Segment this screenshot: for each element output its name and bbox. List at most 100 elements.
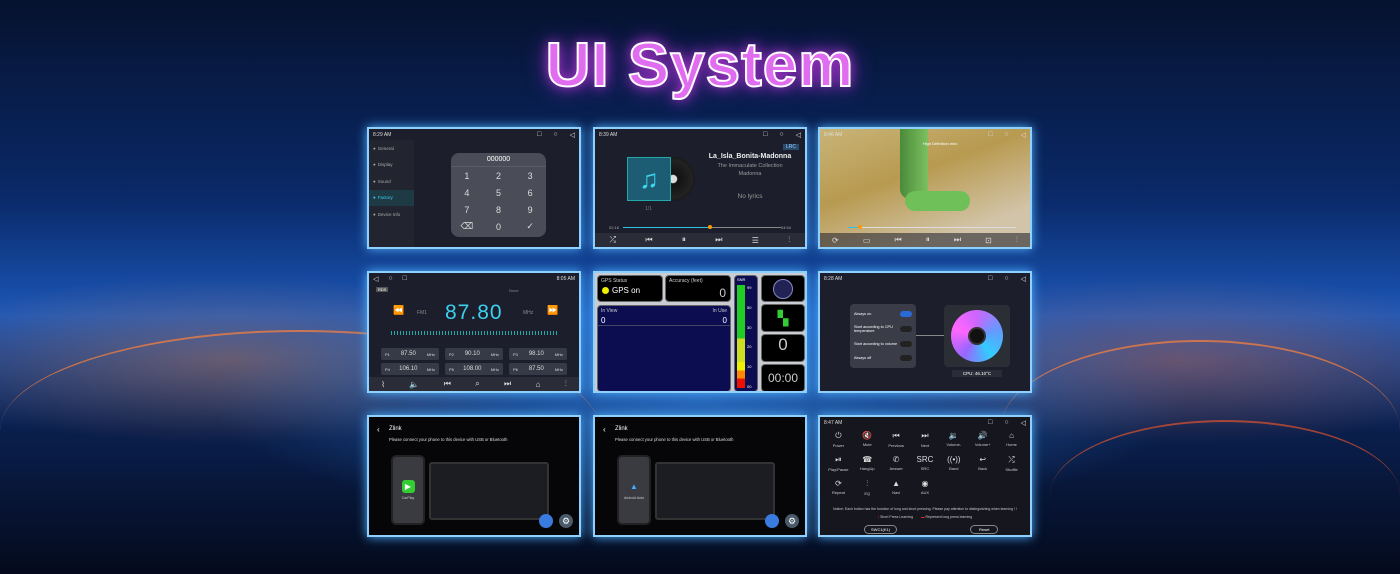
pause-icon[interactable]: ⏸ <box>681 235 686 244</box>
home-icon[interactable]: ○ <box>779 130 784 138</box>
keypad-key[interactable]: 7 <box>464 204 470 215</box>
seek-back-icon[interactable]: ⏪ <box>393 305 405 315</box>
swc-select-button[interactable]: SWC1(K1) <box>864 525 898 534</box>
swc-button-back[interactable]: ↩Back <box>968 455 997 479</box>
swc-button-mute[interactable]: 🔇Mute <box>853 431 882 455</box>
swc-button-play-pause[interactable]: ⏯Play/Pause <box>824 455 853 479</box>
recents-icon[interactable]: □ <box>988 274 993 282</box>
keypad-key[interactable]: 6 <box>527 187 533 198</box>
next-icon[interactable]: ⏭ <box>504 379 512 388</box>
sidebar-item-display[interactable]: ●Display <box>369 157 414 174</box>
next-icon[interactable]: ⏭ <box>715 235 723 244</box>
playlist-icon[interactable]: ☰ <box>751 235 759 245</box>
equalizer-icon[interactable]: ⫶ <box>1015 235 1018 244</box>
search-icon[interactable]: ⌕ <box>475 379 480 388</box>
band-label[interactable]: FM1 <box>417 310 427 316</box>
back-icon[interactable]: ◁ <box>1020 275 1026 283</box>
keypad-key[interactable]: 1 <box>464 170 470 181</box>
swc-button-repeat[interactable]: ⟳Repeat <box>824 479 853 503</box>
swc-button-answer[interactable]: ✆Answer <box>882 455 911 479</box>
keypad-key[interactable]: 9 <box>527 204 533 215</box>
shuffle-icon[interactable]: ⤮ <box>609 235 617 244</box>
back-arrow-icon[interactable]: ‹ <box>603 425 606 434</box>
home-icon[interactable]: ○ <box>1004 274 1009 282</box>
recents-icon[interactable]: □ <box>537 130 542 138</box>
keypad-key[interactable]: 4 <box>464 187 470 198</box>
rss-icon[interactable]: ⌇ <box>381 379 386 389</box>
swc-button-shuffle[interactable]: ⤮Shuffle <box>997 455 1026 479</box>
repeat-icon[interactable]: ⟳ <box>832 235 839 245</box>
equalizer-icon[interactable]: ⫶ <box>564 379 567 388</box>
previous-icon[interactable]: ⏮ <box>443 379 451 388</box>
previous-icon[interactable]: ⏮ <box>645 235 653 244</box>
progress-slider[interactable] <box>848 225 1016 229</box>
swc-button-volume-[interactable]: 🔊Volume+ <box>968 431 997 455</box>
keypad-key[interactable]: ⌫ <box>460 221 474 231</box>
volume-icon[interactable]: 🔈 <box>409 379 420 389</box>
swc-button-navi[interactable]: ▲Navi <box>882 479 911 503</box>
swc-button-band[interactable]: ((•))Band <box>939 455 968 479</box>
recents-icon[interactable]: □ <box>402 274 407 282</box>
settings-gear-button[interactable]: ⚙ <box>559 514 573 528</box>
back-icon[interactable]: ◁ <box>795 131 801 139</box>
tuning-scale[interactable] <box>391 331 557 335</box>
home-icon[interactable]: ○ <box>1004 130 1009 138</box>
swc-button-aux[interactable]: ◉AUX <box>911 479 940 503</box>
fan-option-toggle[interactable] <box>900 326 912 332</box>
recents-icon[interactable]: □ <box>988 130 993 138</box>
swc-button-previous[interactable]: ⏮Previous <box>882 431 911 455</box>
back-icon[interactable]: ◁ <box>373 275 379 283</box>
recents-icon[interactable]: □ <box>988 418 993 426</box>
swc-button-power[interactable]: ⏻Power <box>824 431 853 455</box>
rds-button[interactable]: RDS <box>376 287 389 292</box>
back-arrow-icon[interactable]: ‹ <box>377 425 380 434</box>
swc-button-eq[interactable]: ⫶EQ <box>853 479 882 503</box>
back-icon[interactable]: ◁ <box>1020 419 1026 427</box>
connect-mode-button[interactable] <box>765 514 779 528</box>
recents-icon[interactable]: □ <box>763 130 768 138</box>
previous-icon[interactable]: ⏮ <box>894 235 902 244</box>
keypad-key[interactable]: 8 <box>495 204 501 215</box>
subtitle-icon[interactable]: ▭ <box>862 235 871 245</box>
sidebar-item-general[interactable]: ●General <box>369 140 414 157</box>
swc-button-next[interactable]: ⏭Next <box>911 431 940 455</box>
back-icon[interactable]: ◁ <box>1020 131 1026 139</box>
keypad-key[interactable]: ✓ <box>526 221 534 231</box>
sidebar-item-sound[interactable]: ●Sound <box>369 173 414 190</box>
keypad-key[interactable]: 0 <box>495 221 501 232</box>
swc-button-home[interactable]: ⌂Home <box>997 431 1026 455</box>
keypad-key[interactable]: 3 <box>527 170 533 181</box>
sidebar-item-factory[interactable]: ●Factory <box>369 189 414 206</box>
swc-button-hangup[interactable]: ☎HangUp <box>853 455 882 479</box>
reset-button[interactable]: Reset <box>970 525 999 534</box>
equalizer-icon[interactable]: ⫶ <box>788 235 791 244</box>
next-icon[interactable]: ⏭ <box>953 235 962 244</box>
keypad-key[interactable]: 5 <box>495 187 501 198</box>
connect-mode-button[interactable] <box>539 514 553 528</box>
fan-option[interactable]: Always off <box>854 355 912 361</box>
fan-option[interactable]: Start according to CPU temperature <box>854 325 912 333</box>
ratio-icon[interactable]: ⊡ <box>985 235 992 245</box>
fan-option-toggle[interactable] <box>900 355 912 361</box>
home-icon[interactable]: ○ <box>553 130 558 138</box>
keypad-key[interactable]: 2 <box>495 170 501 181</box>
fan-option[interactable]: Always on <box>854 311 912 317</box>
pause-icon[interactable]: ⏸ <box>925 235 930 244</box>
swc-button-volume-[interactable]: 🔉Volume- <box>939 431 968 455</box>
progress-slider[interactable] <box>623 225 781 229</box>
back-icon[interactable]: ◁ <box>569 131 575 139</box>
lrc-button[interactable]: LRC <box>782 144 799 150</box>
antenna-icon[interactable]: ⌂ <box>535 379 541 389</box>
home-icon[interactable]: ○ <box>1004 418 1009 426</box>
home-icon[interactable]: ○ <box>388 274 393 282</box>
fan-option-toggle[interactable] <box>900 341 912 347</box>
sidebar-item-device-info[interactable]: ●Device Info <box>369 206 414 223</box>
fan-option[interactable]: Start according to volume <box>854 341 912 347</box>
